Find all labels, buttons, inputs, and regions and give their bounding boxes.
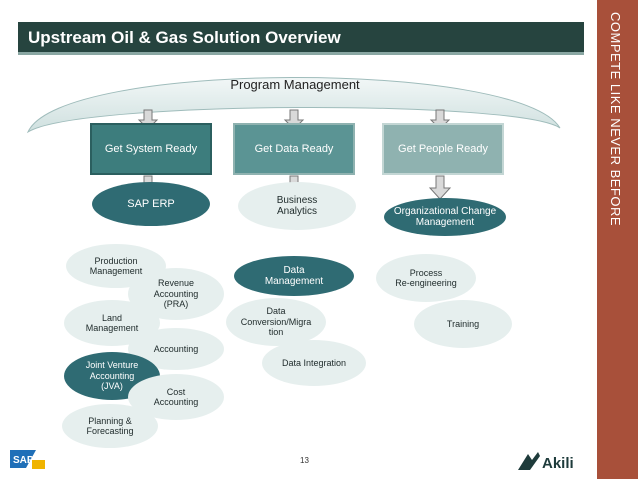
arrow-icon <box>137 109 159 130</box>
arrow-icon <box>428 175 452 200</box>
ellipse-training: Training <box>414 300 512 348</box>
ellipse-sap-erp: SAP ERP <box>92 182 210 226</box>
slide-number: 13 <box>300 456 309 465</box>
program-management-label: Program Management <box>230 76 360 92</box>
svg-text:Akili: Akili <box>542 455 574 472</box>
column-data-ready: Get Data Ready <box>233 123 355 175</box>
akili-logo: Akili <box>516 450 586 479</box>
arrow-icon <box>283 109 305 130</box>
ellipse-data-management: Data Management <box>234 256 354 296</box>
ellipse-process-reengineering: Process Re-engineering <box>376 254 476 302</box>
program-management-arc <box>26 77 561 134</box>
sap-logo: SAP <box>10 448 46 470</box>
column-people-ready: Get People Ready <box>382 123 504 175</box>
ellipse-data-conversion: Data Conversion/Migra tion <box>226 298 326 346</box>
ellipse-data-integration: Data Integration <box>262 340 366 386</box>
svg-text:SAP: SAP <box>13 455 34 466</box>
arrow-icon <box>429 109 451 130</box>
column-system-ready: Get System Ready <box>90 123 212 175</box>
ellipse-planning-forecasting: Planning & Forecasting <box>62 404 158 448</box>
page-title: Upstream Oil & Gas Solution Overview <box>28 28 341 47</box>
title-bar <box>18 22 584 55</box>
side-banner <box>597 0 638 479</box>
ellipse-org-change-management: Organizational Change Management <box>384 198 506 236</box>
ellipse-business-analytics: Business Analytics <box>238 182 356 230</box>
side-banner-text: Compete like never before <box>608 12 623 227</box>
ellipse-accounting: Accounting <box>128 328 224 370</box>
